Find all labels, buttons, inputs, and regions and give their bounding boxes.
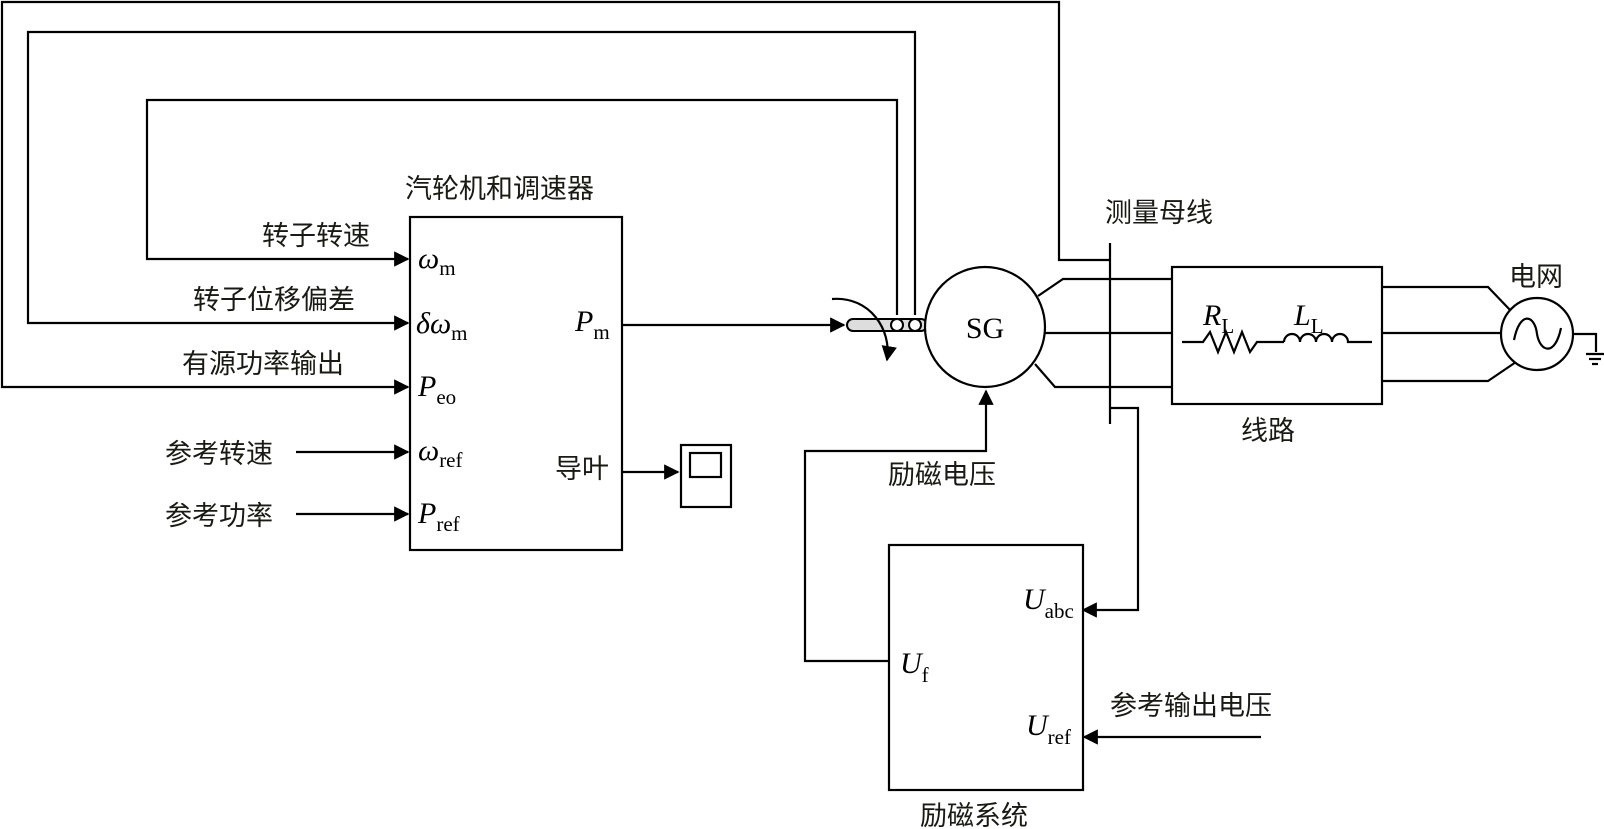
phase-a-line: [1037, 277, 1173, 297]
excitation-voltage-label: 励磁电压: [888, 460, 996, 491]
omega-m-port: ωm: [418, 242, 456, 280]
uf-port: Uf: [900, 647, 929, 687]
guide-vane-label: 导叶: [555, 454, 609, 485]
feedback-rotor-deviation-line: [26, 30, 917, 331]
ac-sine-icon: [1512, 317, 1563, 350]
uabc-feedback-line: [1081, 406, 1140, 618]
excitation-system-block: [887, 543, 1085, 792]
grid-phase-c-line: [1382, 361, 1517, 383]
generator-label: SG: [966, 312, 1004, 345]
phase-c-line: [1034, 363, 1173, 389]
excitation-system-title: 励磁系统: [920, 801, 1028, 829]
measurement-bus-label: 测量母线: [1105, 198, 1213, 229]
feedback-power-output-line: [0, 0, 1110, 395]
turbine-governor-title: 汽轮机和调速器: [405, 174, 594, 205]
p-eo-port: Peo: [417, 370, 456, 409]
grid-phase-a-line: [1382, 285, 1512, 312]
rotor-deviation-label: 转子位移偏差: [193, 285, 355, 316]
inductor-icon: [1282, 332, 1372, 344]
p-m-port: Pm: [574, 305, 610, 344]
scope-screen-icon: [688, 451, 723, 479]
grid-label: 电网: [1509, 262, 1563, 293]
turbine-governor-block: [408, 215, 624, 552]
ground-wire: [1573, 332, 1598, 352]
uabc-port: Uabc: [1023, 583, 1074, 623]
ref-output-voltage-label: 参考输出电压: [1110, 691, 1272, 722]
uref-port: Uref: [1026, 709, 1071, 749]
ref-power-label: 参考功率: [165, 501, 273, 532]
active-power-output-label: 有源功率输出: [182, 349, 344, 380]
rotor-speed-label: 转子转速: [262, 221, 370, 252]
p-ref-port: Pref: [417, 497, 460, 536]
excitation-voltage-line: [803, 389, 994, 663]
shaft-tap-speed-icon: [890, 318, 904, 332]
ref-speed-label: 参考转速: [165, 439, 273, 470]
transmission-line-block: [1170, 265, 1384, 406]
ground-icon: [1586, 352, 1604, 366]
synchronous-generator: [923, 265, 1047, 389]
inductor-label: LL: [1293, 299, 1324, 338]
shaft-tap-deviation-icon: [908, 318, 922, 332]
omega-ref-port: ωref: [418, 434, 463, 472]
feedback-rotor-speed-line: [145, 98, 899, 315]
delta-omega-m-port: δωm: [416, 307, 467, 345]
resistor-label: RL: [1202, 299, 1234, 338]
line-title: 线路: [1241, 416, 1295, 447]
rotation-arrow-icon: [831, 297, 897, 362]
resistor-icon: [1182, 329, 1284, 355]
